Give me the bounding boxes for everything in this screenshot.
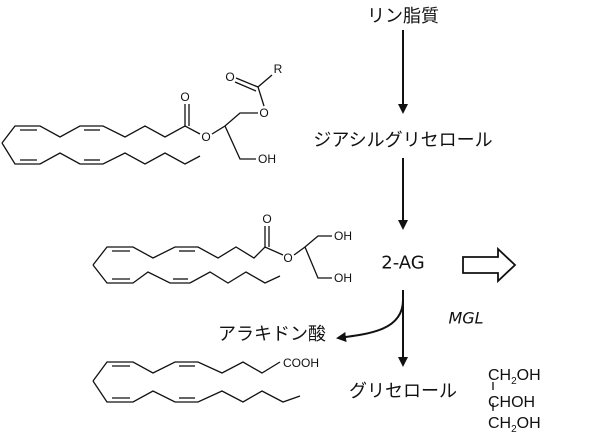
label-diacylglycerol: ジアシルグリセロール — [313, 130, 493, 151]
atom-label: OH — [258, 152, 276, 166]
label-glycerol: グリセロール — [349, 381, 457, 402]
two-ag-structure — [92, 226, 332, 284]
label-phospholipid: リン脂質 — [367, 6, 439, 27]
atom-label: O — [201, 130, 210, 144]
arachidonic-acid-structure — [92, 361, 301, 403]
atom-label: COOH — [283, 356, 319, 370]
atom-label: OH — [334, 229, 352, 243]
label-2-ag: 2-AG — [381, 252, 425, 274]
atom-label: O — [262, 212, 271, 226]
atom-label: O — [180, 90, 189, 104]
glycerol-formula: CH2OH CHOH CH2OH — [488, 367, 541, 436]
atom-label: OH — [334, 271, 352, 285]
arrow-curved-left — [336, 299, 404, 342]
atom-label: O — [283, 251, 292, 265]
atom-label: O — [259, 106, 268, 120]
label-arachidonic-acid: アラキドン酸 — [218, 324, 326, 345]
diacylglycerol-structure — [1, 74, 273, 165]
hollow-arrow-right — [462, 246, 517, 284]
enzyme-label-mgl: MGL — [448, 308, 484, 328]
atom-label: O — [225, 70, 234, 84]
atom-label: R — [274, 62, 283, 76]
